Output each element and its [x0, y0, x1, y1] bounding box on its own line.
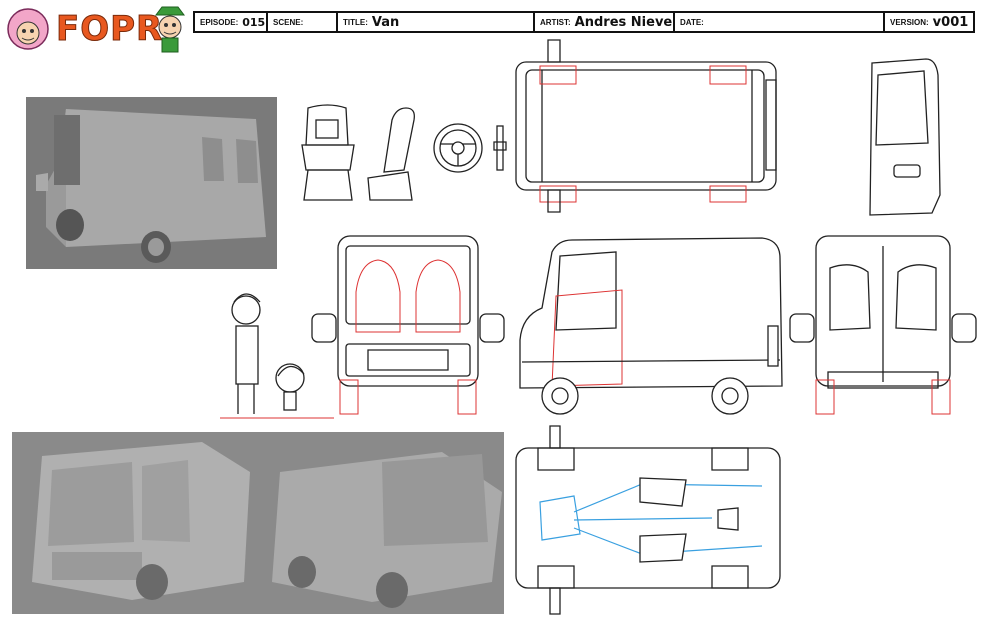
steering-column-icon — [493, 125, 507, 171]
van-render-icon — [26, 97, 277, 269]
title-label: TITLE: — [343, 17, 368, 27]
episode-value: 015 — [242, 15, 266, 29]
episode-cell: EPISODE: 015 — [195, 13, 268, 31]
seat-front-icon — [301, 104, 355, 201]
artist-cell: ARTIST: Andres Nieves — [535, 13, 675, 31]
episode-label: EPISODE: — [200, 17, 239, 27]
date-cell: DATE: — [675, 13, 885, 31]
title-block: EPISODE: 015 SCENE: TITLE: Van ARTIST: A… — [193, 11, 975, 33]
van-bottom-view — [515, 425, 781, 615]
van-top-view — [515, 39, 777, 213]
van-side-view — [519, 237, 783, 415]
version-cell: VERSION: v001 — [885, 13, 973, 31]
scene-cell: SCENE: — [268, 13, 338, 31]
logo-text: FOPR — [55, 9, 164, 50]
character-scale-reference — [220, 293, 334, 419]
van-render-front-icon — [12, 432, 504, 614]
show-logo: FOPR — [4, 3, 190, 55]
van-rear-view — [789, 235, 977, 415]
title-cell: TITLE: Van — [338, 13, 535, 31]
character-right-icon — [155, 6, 185, 53]
steering-wheel-icon — [433, 123, 483, 173]
artist-value: Andres Nieves — [574, 14, 675, 30]
artist-label: ARTIST: — [540, 17, 571, 27]
character-left-icon — [7, 8, 49, 50]
render-three-quarter — [26, 97, 277, 269]
date-label: DATE: — [680, 17, 704, 27]
render-front-three-quarter — [12, 432, 504, 614]
version-value: v001 — [932, 14, 969, 30]
sliding-door-icon — [869, 58, 941, 216]
seat-side-icon — [367, 107, 415, 201]
van-front-view — [311, 235, 505, 415]
title-value: Van — [371, 14, 400, 30]
version-label: VERSION: — [890, 17, 929, 27]
scene-label: SCENE: — [273, 17, 304, 27]
